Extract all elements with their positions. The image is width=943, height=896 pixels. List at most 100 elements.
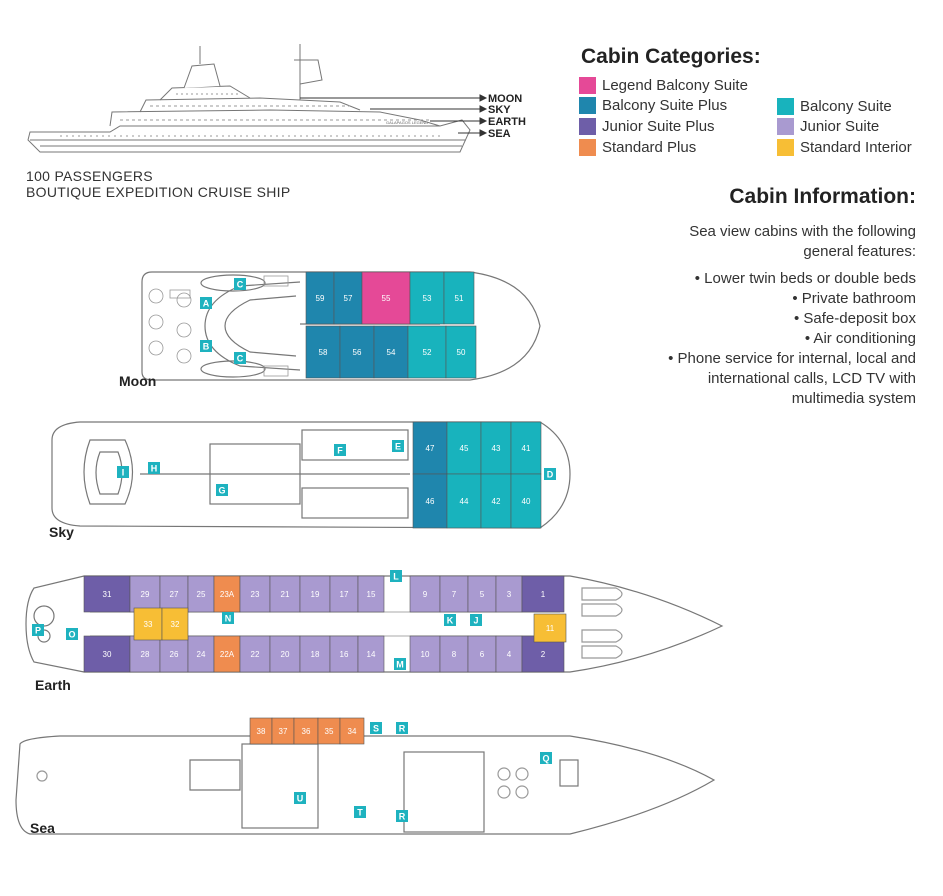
marker-letter: G [218, 486, 225, 496]
marker-letter: A [203, 299, 210, 309]
cabin-54 [373, 325, 409, 379]
marker-earth-L [390, 570, 402, 582]
marker-letter: L [393, 572, 399, 582]
cabin-51 [443, 271, 475, 325]
cabin-23 [239, 575, 271, 613]
feature-safe: • Safe-deposit box [794, 310, 916, 327]
cabin-14 [357, 635, 385, 673]
cabin-number: 16 [340, 650, 349, 659]
marker-sky-G [216, 484, 228, 496]
marker-earth-J [470, 614, 482, 626]
info-features: • Lower twin beds or double beds • Priva… [668, 269, 916, 409]
cabin-41 [510, 421, 542, 475]
tagline-passengers: 100 PASSENGERS [26, 168, 153, 184]
legend-item-standard-plus: Standard Plus [579, 139, 696, 157]
cabin-number: 7 [452, 590, 457, 599]
cabin-36 [293, 717, 319, 745]
marker-letter: J [473, 616, 478, 626]
cabin-number: 22A [220, 650, 235, 659]
categories-title: Cabin Categories: [581, 45, 761, 68]
cabin-number: 55 [382, 294, 391, 303]
feature-beds: • Lower twin beds or double beds [694, 270, 916, 287]
marker-moon-C [234, 278, 246, 290]
info-title: Cabin Information: [729, 185, 916, 208]
tagline-ship-type: BOUTIQUE EXPEDITION CRUISE SHIP [26, 184, 291, 200]
cabin-11 [533, 613, 567, 643]
marker-sky-I [117, 466, 129, 478]
feature-phone-2: international calls, LCD TV with [707, 370, 916, 387]
marker-letter: B [203, 342, 210, 352]
cabin-number: 10 [421, 650, 430, 659]
legend-item-standard-interior: Standard Interior [777, 139, 912, 157]
cabin-number: 37 [279, 727, 288, 736]
cabin-number: 11 [546, 624, 555, 633]
cabin-number: 40 [522, 497, 531, 506]
cabin-number: 23A [220, 590, 235, 599]
cabin-number: 57 [344, 294, 353, 303]
cabin-22 [239, 635, 271, 673]
cabin-number: 43 [492, 444, 501, 453]
svg-text:GALAPAGOS LEGEND: GALAPAGOS LEGEND [386, 120, 428, 125]
marker-letter: R [399, 724, 406, 734]
cabin-number: 19 [311, 590, 320, 599]
deck-label-moon: Moon [119, 373, 157, 389]
cabin-17 [329, 575, 359, 613]
cabin-number: 2 [541, 650, 546, 659]
tagline: 100 PASSENGERS BOUTIQUE EXPEDITION CRUIS… [26, 168, 290, 200]
marker-sea-Q [540, 752, 552, 764]
marker-sea-U [294, 792, 306, 804]
cabin-number: 47 [426, 444, 435, 453]
marker-letter: E [395, 442, 401, 452]
cabin-number: 21 [281, 590, 290, 599]
marker-moon-B [200, 340, 212, 352]
legend-swatch [777, 139, 794, 156]
cabin-number: 22 [251, 650, 260, 659]
marker-letter: F [337, 446, 343, 456]
marker-earth-M [394, 658, 406, 670]
legend-item-balcony-suite-plus: Balcony Suite Plus [579, 97, 727, 115]
cabin-21 [269, 575, 301, 613]
cabin-55 [361, 271, 411, 325]
cabin-number: 56 [353, 348, 362, 357]
marker-earth-N [222, 612, 234, 624]
profile-label-earth: EARTH [488, 116, 526, 128]
info-intro: Sea view cabins with the following gener… [689, 223, 916, 260]
cabin-number: 1 [541, 590, 546, 599]
cabin-number: 32 [171, 620, 180, 629]
cabin-number: 28 [141, 650, 150, 659]
legend-swatch [777, 118, 794, 135]
cabin-6 [467, 635, 497, 673]
cabin-number: 54 [387, 348, 396, 357]
deck-label-sea: Sea [30, 820, 55, 836]
marker-letter: U [297, 794, 304, 804]
legend-swatch [777, 98, 794, 115]
marker-earth-O [66, 628, 78, 640]
cabin-42 [480, 473, 512, 529]
legend-item-balcony-suite: Balcony Suite [777, 98, 892, 116]
cabin-28 [129, 635, 161, 673]
cabin-number: 42 [492, 497, 501, 506]
marker-sky-F [334, 444, 346, 456]
cabin-34 [339, 717, 365, 745]
feature-ac: • Air conditioning [804, 330, 916, 347]
moon-furniture [148, 275, 289, 377]
cabin-number: 38 [257, 727, 266, 736]
cabin-50 [445, 325, 477, 379]
cabin-15 [357, 575, 385, 613]
deck-label-earth: Earth [35, 677, 71, 693]
marker-letter: P [35, 626, 41, 636]
marker-letter: C [237, 354, 244, 364]
profile-label-sea: SEA [488, 128, 511, 140]
ship-profile: GALAPAGOS LEGEND MOON SKY EARTH SEA [27, 44, 526, 153]
marker-letter: O [68, 630, 75, 640]
feature-phone: • Phone service for internal, local and [668, 350, 916, 367]
cabin-number: 18 [311, 650, 320, 659]
cabin-25 [187, 575, 215, 613]
cabin-40 [510, 473, 542, 529]
cabin-number: 20 [281, 650, 290, 659]
cabin-number: 26 [170, 650, 179, 659]
cabin-number: 14 [367, 650, 376, 659]
